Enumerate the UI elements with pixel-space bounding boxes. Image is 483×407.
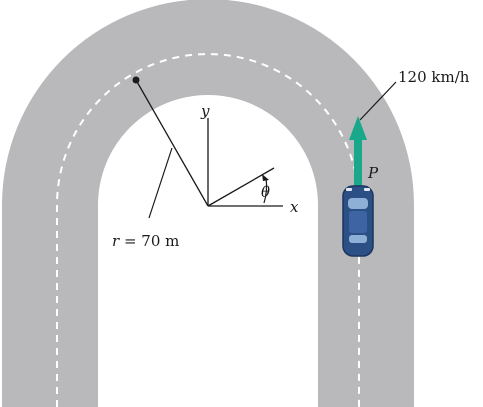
angle-ray xyxy=(207,167,275,207)
x-axis-label: x xyxy=(290,198,299,216)
radius-label: r = 70 m xyxy=(112,232,179,250)
velocity-arrow-shaft xyxy=(354,138,362,190)
angle-label: θ xyxy=(261,183,270,201)
car-headlight-left xyxy=(346,188,352,191)
car-windshield xyxy=(348,198,368,209)
coordinate-axes xyxy=(207,118,283,207)
angle-arc-arrowhead xyxy=(262,174,269,181)
radius-label-leader xyxy=(148,147,173,219)
speed-label: 120 km/h xyxy=(398,68,470,86)
radius-value: = 70 m xyxy=(119,232,179,250)
point-label: P xyxy=(367,164,379,182)
road-surface xyxy=(2,0,414,407)
velocity-arrow xyxy=(349,116,367,190)
radius-line xyxy=(135,79,209,207)
y-axis-label: y xyxy=(200,102,210,120)
radius-endpoint-dot xyxy=(132,76,140,84)
car-icon xyxy=(342,185,374,257)
car-roof xyxy=(349,211,367,233)
car-rear-window xyxy=(349,235,367,243)
car-headlight-right xyxy=(364,188,370,191)
velocity-arrow-head xyxy=(349,116,367,140)
radius-variable: r xyxy=(112,232,120,250)
speed-label-leader xyxy=(359,81,397,121)
